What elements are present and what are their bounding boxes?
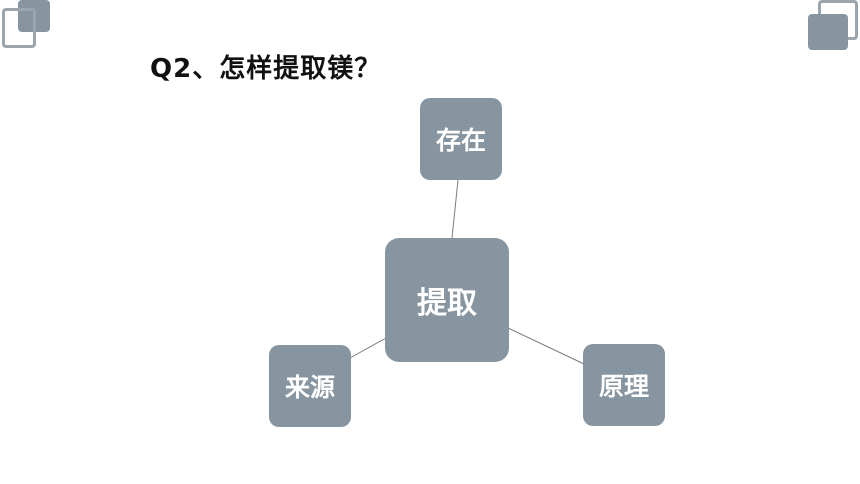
- node-branch-right-label: 原理: [598, 372, 649, 401]
- node-center-label: 提取: [417, 286, 477, 321]
- connector-center-to-branch-right: [507, 327, 585, 365]
- page-title: Q2、怎样提取镁？: [150, 54, 382, 84]
- node-branch-right: 原理: [583, 344, 665, 426]
- corner-decoration-top-left-outline: [2, 8, 36, 48]
- corner-decoration-top-right-filled: [808, 14, 848, 50]
- node-branch-left: 来源: [269, 345, 351, 427]
- node-branch-top-label: 存在: [435, 126, 486, 155]
- node-branch-left-label: 来源: [284, 373, 335, 402]
- node-center: 提取: [385, 238, 509, 362]
- connector-center-to-branch-top: [451, 179, 459, 239]
- connector-center-to-branch-left: [349, 337, 387, 359]
- node-branch-top: 存在: [420, 98, 502, 180]
